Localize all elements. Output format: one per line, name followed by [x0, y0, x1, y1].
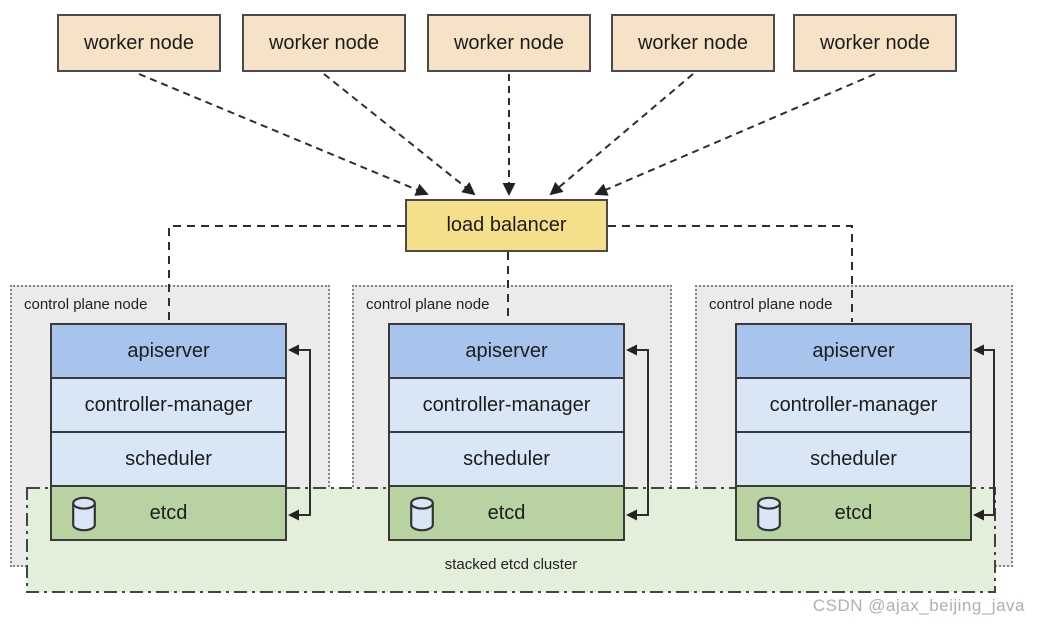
worker-node-4: worker node: [611, 14, 775, 72]
controller-manager-box: controller-manager: [52, 377, 285, 431]
worker-node-5: worker node: [793, 14, 957, 72]
etcd-box: etcd: [52, 485, 285, 539]
scheduler-box: scheduler: [52, 431, 285, 485]
database-cylinder-icon: [410, 496, 434, 532]
control-plane-node-label: control plane node: [709, 296, 833, 313]
apiserver-box: apiserver: [52, 325, 285, 377]
load-balancer-label: load balancer: [446, 214, 567, 236]
etcd-box: etcd: [737, 485, 970, 539]
worker-node-label: worker node: [637, 31, 749, 54]
arrow-worker5-to-lb: [594, 73, 876, 196]
worker-node-1: worker node: [57, 14, 221, 72]
scheduler-box: scheduler: [390, 431, 623, 485]
control-plane-stack-1: apiserver controller-manager scheduler e…: [50, 323, 287, 541]
control-plane-stack-2: apiserver controller-manager scheduler e…: [388, 323, 625, 541]
control-plane-stack-3: apiserver controller-manager scheduler e…: [735, 323, 972, 541]
control-plane-node-label: control plane node: [24, 296, 148, 313]
worker-node-label: worker node: [268, 31, 380, 54]
watermark-text: CSDN @ajax_beijing_java: [812, 596, 1025, 615]
worker-node-label: worker node: [83, 31, 195, 54]
database-cylinder-icon: [72, 496, 96, 532]
etcd-cluster-label: stacked etcd cluster: [444, 556, 578, 573]
apiserver-box: apiserver: [737, 325, 970, 377]
apiserver-box: apiserver: [390, 325, 623, 377]
arrow-worker1-to-lb: [138, 73, 429, 196]
database-cylinder-icon: [757, 496, 781, 532]
etcd-label: etcd: [487, 501, 526, 524]
etcd-label: etcd: [149, 501, 188, 524]
worker-node-label: worker node: [819, 31, 931, 54]
scheduler-box: scheduler: [737, 431, 970, 485]
load-balancer-box: load balancer: [405, 199, 608, 252]
worker-node-label: worker node: [453, 31, 565, 54]
etcd-label: etcd: [834, 501, 873, 524]
control-plane-node-label: control plane node: [366, 296, 490, 313]
arrow-worker4-to-lb: [549, 73, 694, 196]
etcd-box: etcd: [390, 485, 623, 539]
controller-manager-box: controller-manager: [390, 377, 623, 431]
worker-node-3: worker node: [427, 14, 591, 72]
worker-node-2: worker node: [242, 14, 406, 72]
controller-manager-box: controller-manager: [737, 377, 970, 431]
arrow-worker2-to-lb: [323, 73, 476, 196]
